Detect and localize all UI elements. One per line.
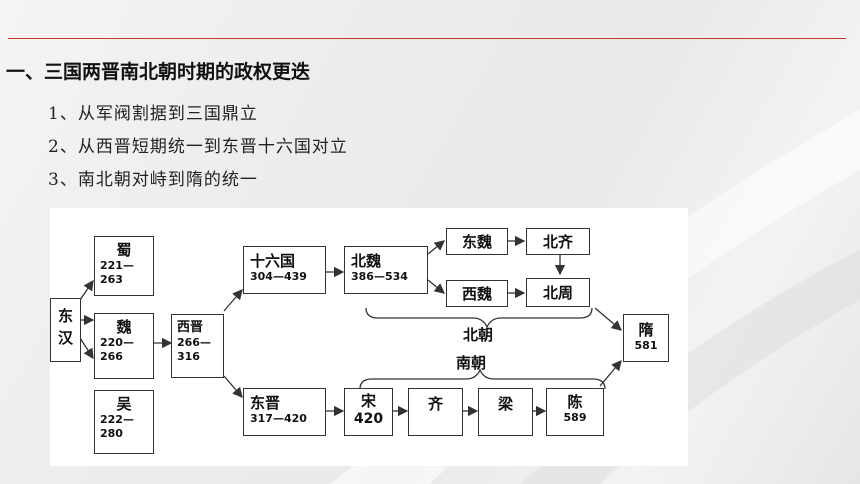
xijin-name: 西晋 bbox=[177, 320, 204, 335]
sui-dates: 581 bbox=[634, 339, 658, 352]
outline-item: 2、从西晋短期统一到东晋十六国对立 bbox=[48, 137, 348, 157]
beizhou-box: 北周 bbox=[526, 278, 590, 307]
shu-box: 蜀 221—263 bbox=[94, 236, 154, 296]
donghan-box: 东汉 bbox=[50, 298, 81, 362]
chen-box: 陈 589 bbox=[546, 388, 604, 436]
dongwei-box: 东魏 bbox=[446, 228, 508, 255]
shiliuguo-box: 十六国 304—439 bbox=[243, 246, 326, 294]
beiqi-name: 北齐 bbox=[542, 233, 573, 251]
chen-name: 陈 bbox=[567, 393, 583, 411]
liang-name: 梁 bbox=[497, 395, 513, 413]
beizhou-name: 北周 bbox=[542, 284, 573, 302]
wei-box: 魏 220—266 bbox=[94, 313, 154, 379]
qi-box: 齐 bbox=[408, 388, 463, 436]
song-box: 宋 420 bbox=[344, 388, 393, 436]
dongjin-dates: 317—420 bbox=[250, 412, 307, 425]
outline-item: 3、南北朝对峙到隋的统一 bbox=[48, 170, 258, 190]
dongjin-box: 东晋 317—420 bbox=[243, 388, 326, 436]
donghan-name: 东汉 bbox=[57, 307, 73, 347]
nanchao-label: 南朝 bbox=[456, 354, 487, 372]
xiwei-name: 西魏 bbox=[461, 285, 492, 303]
xiwei-box: 西魏 bbox=[446, 280, 508, 307]
diagram-connectors bbox=[79, 235, 622, 417]
song-name: 宋 bbox=[360, 392, 376, 410]
regime-succession-diagram: 东汉 蜀 221—263 魏 220—266 吴 222—280 西晋 266—… bbox=[50, 208, 688, 466]
shiliuguo-name: 十六国 bbox=[250, 252, 296, 270]
beiqi-box: 北齐 bbox=[526, 228, 590, 255]
wei-name: 魏 bbox=[116, 318, 132, 336]
beiwei-dates: 386—534 bbox=[351, 270, 408, 283]
sui-name: 隋 bbox=[638, 321, 654, 339]
dongwei-name: 东魏 bbox=[461, 233, 492, 251]
page-title: 一、三国两晋南北朝时期的政权更迭 bbox=[6, 61, 311, 83]
outline-item: 1、从军阀割据到三国鼎立 bbox=[48, 104, 258, 124]
outline-list: 1、从军阀割据到三国鼎立 2、从西晋短期统一到东晋十六国对立 3、南北朝对峙到隋… bbox=[48, 98, 348, 197]
sui-box: 隋 581 bbox=[623, 314, 669, 362]
xijin-box: 西晋 266—316 bbox=[171, 314, 224, 378]
chen-dates: 589 bbox=[563, 411, 587, 424]
beichao-label: 北朝 bbox=[463, 326, 494, 344]
title-divider bbox=[8, 38, 846, 39]
beiwei-name: 北魏 bbox=[351, 252, 382, 270]
liang-box: 梁 bbox=[478, 388, 533, 436]
wu-dates: 222—280 bbox=[100, 413, 134, 440]
qi-name: 齐 bbox=[427, 395, 443, 413]
song-dates: 420 bbox=[353, 411, 384, 427]
wei-dates: 220—266 bbox=[100, 336, 134, 363]
beiwei-box: 北魏 386—534 bbox=[344, 246, 428, 294]
dongjin-name: 东晋 bbox=[250, 394, 281, 412]
xijin-dates: 266—316 bbox=[177, 336, 211, 363]
wu-box: 吴 222—280 bbox=[94, 390, 154, 454]
shu-dates: 221—263 bbox=[100, 259, 134, 286]
shu-name: 蜀 bbox=[116, 241, 132, 259]
shiliuguo-dates: 304—439 bbox=[250, 270, 307, 283]
wu-name: 吴 bbox=[116, 395, 132, 413]
